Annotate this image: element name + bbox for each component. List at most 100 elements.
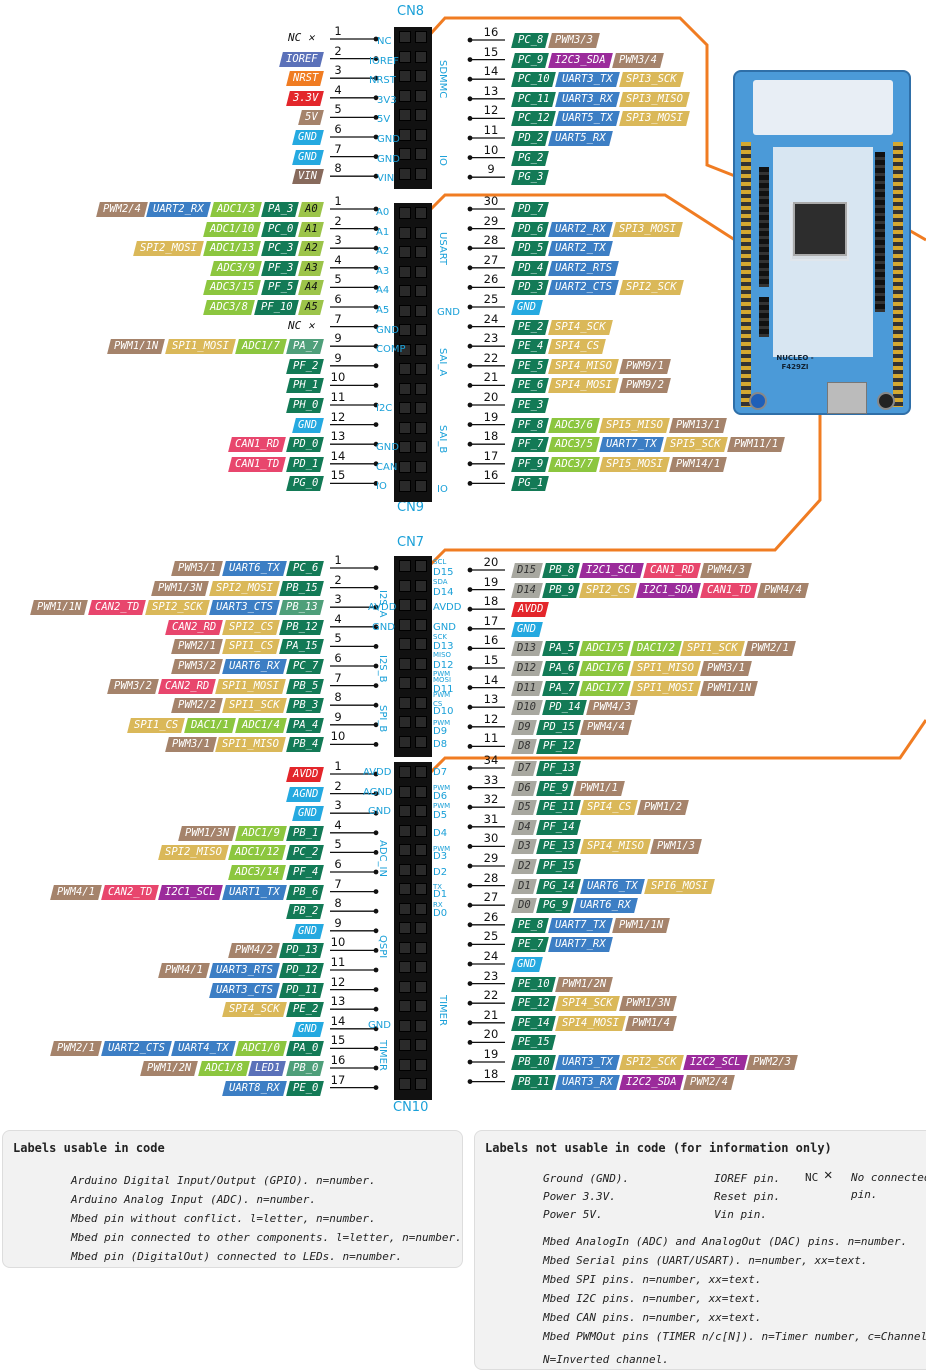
legend-text: Mbed Serial pins (UART/USART). n=number,…: [543, 1254, 868, 1267]
pin-number: 29: [483, 851, 499, 865]
signal-tag: GND: [292, 1021, 324, 1037]
signal-tag-text: CAN1_RD: [649, 564, 695, 576]
signal-tag-text: PWM3/1: [178, 562, 216, 574]
signal-tag: PF_10: [254, 300, 299, 315]
signal-tag: PD_14: [541, 700, 587, 716]
pin-number: 4: [334, 252, 342, 267]
cn10-header-pin: [415, 863, 427, 876]
signal-tag-text: PWM1/3: [657, 840, 696, 853]
pin-number: 4: [334, 817, 342, 832]
signal-tag-text: CAN1_RD: [235, 438, 280, 451]
signal-tag-text: PWM3/3: [555, 34, 594, 46]
signal-tag-text: PD_7: [517, 203, 543, 215]
signal-tag: I2C1_SCL: [158, 884, 223, 900]
signal-tag-text: SPI4_CS: [586, 801, 632, 814]
signal-tag: PH_0: [285, 398, 324, 413]
signal-tag: CAN1_RD: [228, 437, 287, 453]
signal-tag: PWM3/1: [700, 661, 752, 676]
pin-dot: [467, 626, 473, 632]
pin-dot: [467, 567, 473, 573]
pin-dot: [467, 665, 473, 671]
signal-tag: D8: [511, 739, 537, 755]
pin-number: 3: [334, 233, 342, 248]
pin-number: 23: [483, 968, 499, 983]
signal-tag: SPI1_MISO: [629, 661, 702, 676]
pin-number: 8: [334, 690, 342, 705]
cn7-header-pin: [415, 599, 427, 611]
cn10-header-pin: [415, 883, 427, 895]
signal-tag: A2: [298, 241, 324, 257]
signal-tag-text: D13: [517, 642, 537, 655]
cn10-header-pin: [399, 863, 411, 876]
signal-tag-text: SPI1_SCK: [687, 642, 739, 655]
pin-dot: [467, 785, 473, 790]
signal-tag-text: PF_2: [292, 359, 318, 372]
legend-usable-title: Labels usable in code: [13, 1141, 165, 1155]
signal-tag: PWM4/4: [580, 719, 632, 735]
signal-tag: SPI5_MISO: [599, 417, 671, 433]
pin-dot: [373, 644, 379, 649]
pin-dot: [373, 461, 379, 467]
signal-tag-text: AVDD: [292, 768, 318, 780]
signal-tag: PF_13: [536, 761, 581, 776]
pin-dot: [373, 383, 379, 388]
signal-tag-text: I2C1_SDA: [643, 583, 695, 596]
signal-tag: PD_11: [279, 982, 324, 998]
cn8-header-pin: [415, 89, 427, 102]
signal-tag-text: SPI1_MISO: [637, 662, 694, 674]
signal-tag-text: ADC1/10: [210, 222, 255, 235]
signal-tag-text: PA_0: [292, 1042, 318, 1055]
legend-info-title: Labels not usable in code (for informati…: [485, 1141, 832, 1155]
pin-dot: [373, 481, 379, 486]
signal-tag-text: UART7_RX: [555, 938, 607, 951]
signal-tag-text: ADC1/6: [586, 662, 624, 674]
pin-dot: [373, 604, 379, 610]
pin-dot: [373, 441, 379, 447]
signal-tag-text: PD_3: [517, 281, 543, 294]
signal-tag: SPI1_SCK: [221, 698, 287, 714]
cn10-header-pin: [415, 1039, 427, 1051]
pin-number: 5: [334, 837, 342, 852]
signal-tag: PWM4/3: [700, 563, 752, 578]
signal-tag: GND: [511, 621, 543, 637]
pin-group-label: I2S_A: [377, 590, 388, 618]
cn10-header-pin: [415, 980, 427, 993]
signal-tag-text: UART3_RX: [562, 1075, 613, 1088]
pin-dot: [467, 961, 473, 967]
pin-number: 22: [483, 350, 499, 365]
signal-tag: UART2_RX: [548, 221, 614, 237]
signal-tag: UART6_RX: [573, 898, 639, 914]
pin-number: 3: [334, 798, 342, 813]
header-signal-label: AGND: [363, 787, 393, 798]
pin-group-label: SDMMC: [437, 60, 448, 99]
signal-tag: PWM4/3: [585, 700, 638, 716]
pin-dot: [373, 663, 379, 669]
signal-tag-text: PD_1: [292, 457, 318, 470]
cn10-header-pin: [415, 1058, 427, 1071]
signal-tag-text: PB_10: [517, 1056, 550, 1068]
header-signal-label: D7: [433, 767, 448, 778]
signal-tag-text: PWM1/3N: [184, 826, 230, 839]
pin-dot: [373, 565, 379, 571]
pin-dot: [467, 981, 473, 986]
signal-tag-text: PF_5: [267, 281, 293, 294]
pin-number: 13: [483, 83, 499, 98]
signal-tag: D10: [511, 700, 543, 716]
pin-dot: [467, 481, 473, 486]
signal-tag-text: PC_9: [517, 53, 543, 66]
pin-number: 8: [334, 896, 342, 911]
signal-tag: SPI3_SCK: [618, 72, 684, 88]
pin-number: 17: [483, 448, 499, 463]
pin-dot: [373, 206, 379, 212]
signal-tag-text: PA_3: [267, 203, 293, 215]
pin-dot: [373, 850, 379, 855]
header-signal-label: PWM: [433, 670, 451, 678]
pin-number: 2: [334, 43, 342, 58]
signal-tag: 3.3V: [285, 90, 324, 106]
signal-tag-text: UART5_RX: [555, 132, 607, 144]
signal-tag: GND: [511, 957, 543, 972]
signal-tag: UART3_TX: [555, 72, 620, 88]
legend-text: Power 5V.: [543, 1208, 603, 1221]
signal-tag-text: UART5_TX: [562, 112, 613, 125]
pin-number: 12: [483, 711, 499, 726]
